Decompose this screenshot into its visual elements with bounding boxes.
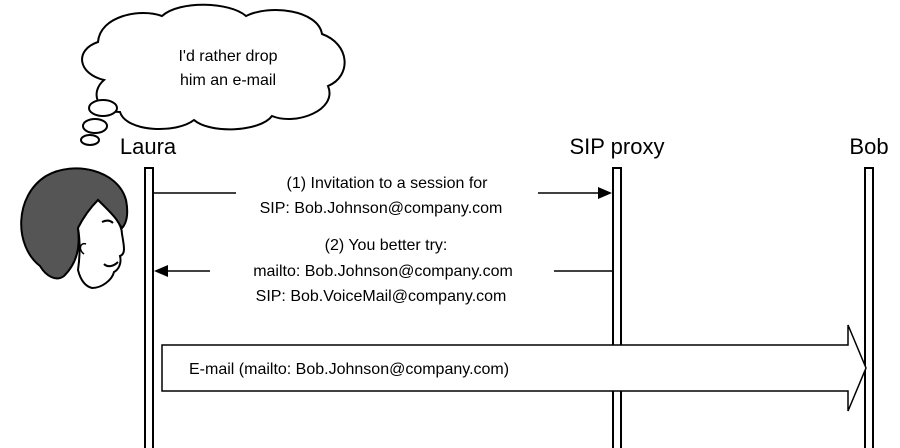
thought-dot-large — [88, 99, 118, 117]
actor-label-bob: Bob — [849, 134, 888, 159]
eye — [101, 219, 114, 224]
invite-label-line1: (1) Invitation to a session for — [287, 175, 489, 192]
thought-text-line1: I'd rather drop — [178, 48, 277, 65]
thought-bubble-icon — [80, 3, 346, 146]
email-label: E-mail (mailto: Bob.Johnson@company.com) — [189, 361, 509, 378]
mouth — [103, 261, 119, 268]
thought-dot-medium — [82, 118, 108, 134]
woman-face-icon — [20, 167, 129, 290]
email-block-arrow — [161, 324, 867, 412]
redirect-arrowhead — [154, 265, 168, 277]
actor-label-proxy: SIP proxy — [570, 134, 665, 159]
ear — [79, 242, 87, 255]
actor-label-laura: Laura — [120, 134, 177, 159]
lifeline-proxy — [612, 167, 622, 448]
invite-label-line2: SIP: Bob.Johnson@company.com — [260, 200, 503, 217]
invite-arrowhead — [598, 187, 612, 199]
thought-text-line2: him an e-mail — [180, 72, 276, 89]
lifeline-laura — [144, 167, 154, 448]
redirect-label-line1: (2) You better try: — [325, 237, 448, 254]
redirect-label-line3: SIP: Bob.VoiceMail@company.com — [256, 288, 507, 305]
redirect-label-line2: mailto: Bob.Johnson@company.com — [253, 263, 513, 280]
thought-dot-small — [80, 134, 100, 146]
lifeline-bob — [864, 167, 874, 448]
thought-cloud — [81, 3, 346, 131]
